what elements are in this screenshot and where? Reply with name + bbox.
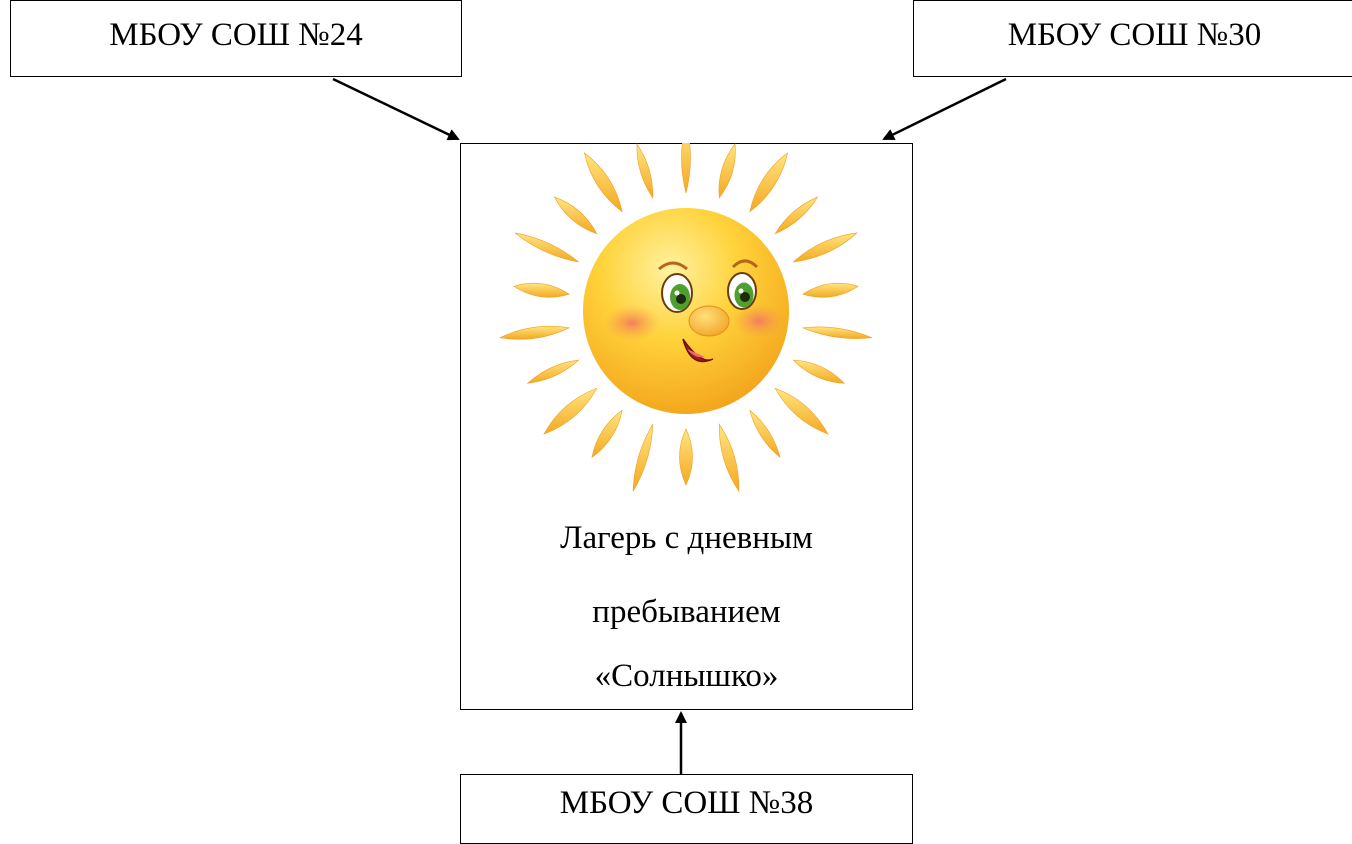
left-pupil [676, 294, 686, 304]
sun-ray [802, 282, 859, 298]
sun-ray [498, 325, 571, 340]
sun-ray [802, 326, 873, 339]
sun-ray [543, 387, 598, 435]
sun-ray [591, 409, 623, 459]
sun-ray [718, 143, 736, 199]
right-pupil [740, 292, 750, 302]
sun-ray [681, 143, 691, 194]
left-eye-glint [674, 290, 680, 296]
sun-ray [636, 143, 654, 199]
sun-ray [718, 423, 740, 493]
sun-ray [774, 387, 829, 435]
camp-title-line-2: пребыванием [592, 594, 781, 630]
arrow-from-school-30 [882, 77, 1007, 141]
smiling-sun-icon [498, 143, 873, 493]
camp-title-line-1: Лагерь с дневным [560, 520, 813, 556]
right-brow [731, 259, 759, 269]
sun-ray [679, 428, 693, 486]
school-24-box: МБОУ СОШ №24 [10, 0, 462, 77]
sun-ray [526, 359, 580, 384]
school-30-box: МБОУ СОШ №30 [913, 0, 1352, 77]
school-38-label: МБОУ СОШ №38 [559, 785, 814, 821]
sun-ray [749, 152, 789, 213]
sun-ray [583, 152, 623, 213]
left-cheek [604, 305, 660, 341]
sun-body [583, 208, 789, 414]
camp-title-line-3: «Солнышко» [594, 658, 779, 694]
school-38-box: МБОУ СОШ №38 [460, 774, 913, 844]
sun-rays [498, 143, 873, 493]
sun-ray [792, 359, 846, 384]
tongue [687, 349, 705, 358]
sun-ray [632, 424, 654, 492]
sun-ray [749, 409, 781, 459]
school-30-label: МБОУ СОШ №30 [1007, 17, 1262, 53]
arrow-from-school-24 [332, 77, 460, 141]
left-brow [658, 261, 688, 271]
right-cheek [733, 304, 785, 338]
sun-ray [514, 232, 579, 263]
sun-ray [513, 282, 570, 298]
nose [688, 305, 730, 337]
right-eye-glint [738, 288, 744, 294]
sun-ray [792, 232, 858, 263]
sun-ray [553, 196, 598, 235]
school-24-label: МБОУ СОШ №24 [109, 17, 363, 53]
sun-ray [774, 196, 819, 235]
